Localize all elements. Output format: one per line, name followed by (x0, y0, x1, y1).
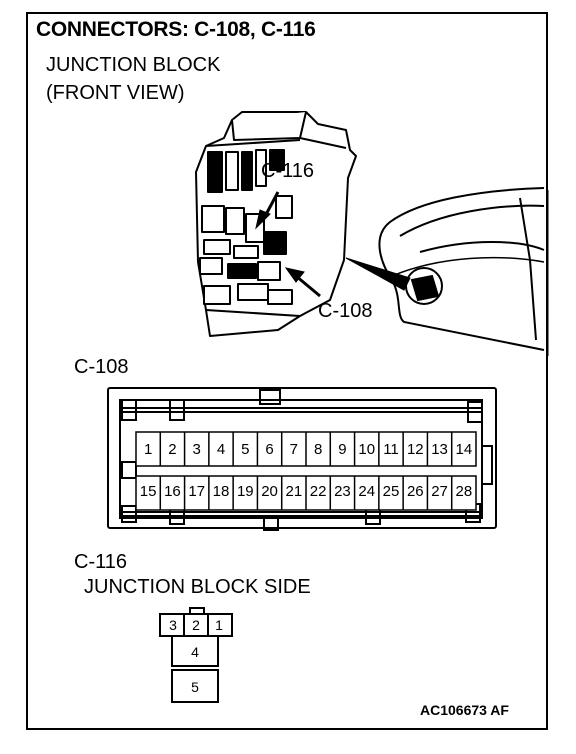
c108-pin: 16 (164, 483, 181, 500)
c108-pin: 18 (212, 483, 230, 500)
c108-pin: 25 (382, 483, 400, 500)
c108-pin: 2 (168, 441, 177, 458)
c108-pin: 20 (261, 483, 278, 500)
diagram-frame (26, 12, 548, 730)
c108-pin: 27 (431, 483, 448, 500)
c108-pin: 28 (455, 483, 473, 500)
c108-pin: 8 (313, 441, 323, 458)
c108-pin: 13 (431, 441, 448, 458)
c108-pin: 4 (216, 441, 226, 458)
view-caption-line1: JUNCTION BLOCK (46, 54, 221, 76)
vehicle-pointer (345, 257, 411, 291)
c116-connector-outline (159, 607, 233, 703)
view-caption-line2: (FRONT VIEW) (46, 82, 185, 104)
c116-pin: 4 (191, 644, 199, 660)
c108-pin: 15 (139, 483, 157, 500)
c108-pin: 10 (358, 441, 376, 458)
c108-pin: 5 (241, 441, 250, 458)
c108-pin: 17 (188, 483, 206, 500)
c108-pin: 26 (406, 483, 424, 500)
vehicle-location-sketch (378, 187, 549, 356)
c116-side-caption: JUNCTION BLOCK SIDE (84, 576, 311, 598)
c108-pin: 6 (265, 441, 274, 458)
c108-pin: 9 (338, 441, 347, 458)
junction-block-illustration (195, 111, 357, 337)
c108-pin: 24 (358, 483, 376, 500)
c108-pin: 22 (309, 483, 327, 500)
c116-pin: 1 (215, 617, 223, 633)
reference-code: AC106673 AF (420, 702, 509, 718)
callout-arrows (255, 191, 321, 298)
c108-pin: 7 (289, 441, 299, 458)
c116-pin: 5 (191, 679, 199, 695)
c108-pin: 12 (406, 441, 424, 458)
diagram-title: CONNECTORS: C-108, C-116 (36, 18, 316, 41)
c108-pin: 14 (455, 441, 473, 458)
c108-pin: 1 (143, 441, 153, 458)
c108-pin-grid (135, 431, 477, 511)
c108-pin: 23 (334, 483, 351, 500)
c108-pin: 21 (285, 483, 303, 500)
callout-c116: C-116 (261, 160, 314, 182)
c108-pin: 3 (192, 441, 201, 458)
c116-pin: 2 (192, 617, 200, 633)
c108-section-label: C-108 (74, 356, 129, 378)
c108-pin: 11 (383, 441, 399, 458)
c108-pin: 19 (236, 483, 254, 500)
callout-c108: C-108 (318, 300, 373, 322)
c116-section-label: C-116 (74, 551, 127, 573)
c108-connector-outline (107, 387, 497, 531)
c116-pin: 3 (169, 617, 177, 633)
